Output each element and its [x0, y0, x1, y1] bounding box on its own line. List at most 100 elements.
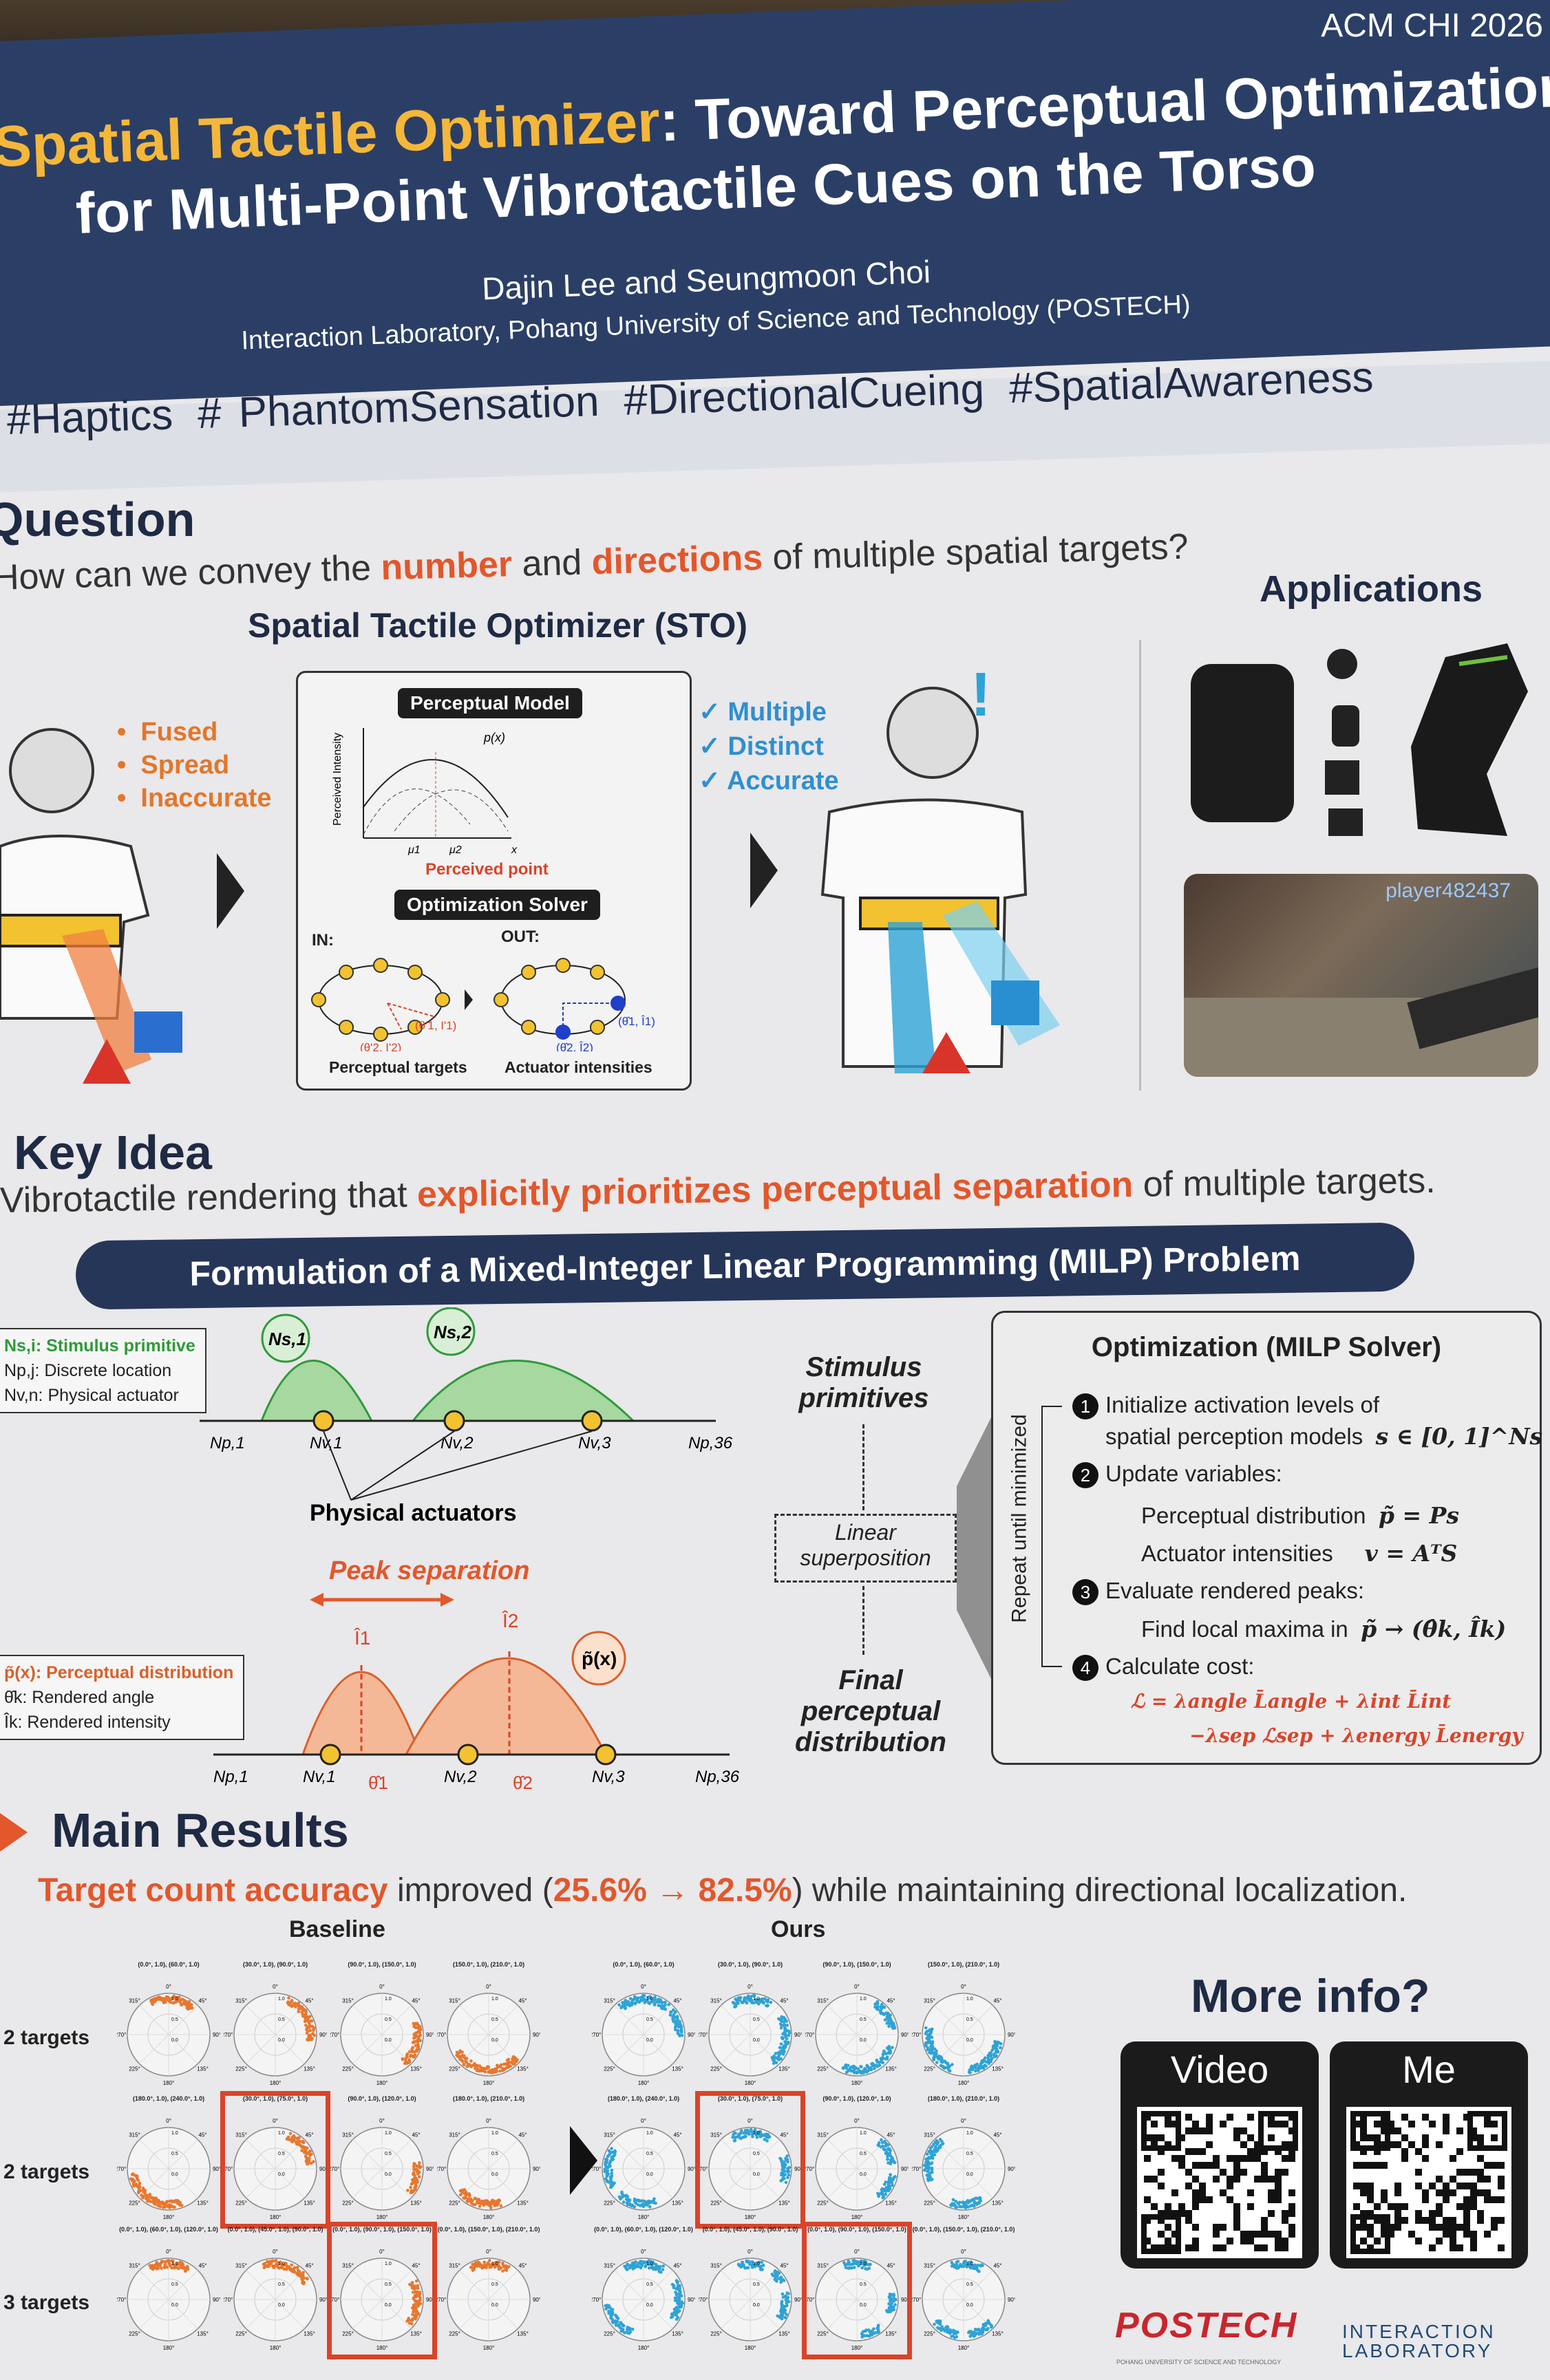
- sample-point: [881, 2145, 884, 2148]
- sample-point: [296, 2266, 299, 2269]
- sample-point: [290, 2263, 293, 2266]
- sample-point: [968, 2068, 972, 2072]
- sample-point: [135, 2174, 138, 2178]
- video-qr-button[interactable]: Video: [1121, 2041, 1319, 2269]
- polar-plot: 0°45°90°135°180°225°270°315°0.00.51.0: [224, 2243, 327, 2357]
- text: and: [511, 542, 592, 584]
- radial-tick: 0.0: [966, 2038, 973, 2043]
- angle-tick: 225°: [924, 2200, 935, 2206]
- theta1-label: θ̂1: [368, 1772, 388, 1793]
- angle-tick: 0°: [273, 2249, 278, 2255]
- sample-point: [776, 2274, 779, 2277]
- angle-tick: 180°: [851, 2080, 863, 2086]
- sample-point: [885, 2022, 889, 2025]
- y-axis-label: Perceived Intensity: [332, 733, 343, 826]
- angle-tick: 135°: [992, 2066, 1004, 2072]
- radial-tick: 1.0: [491, 2262, 498, 2266]
- sample-point: [781, 2317, 784, 2321]
- problem-list: • Fused • Spread • Inaccurate: [117, 716, 272, 815]
- radial-tick: 1.0: [278, 1997, 285, 2002]
- sample-point: [785, 2291, 789, 2295]
- ours-header: Ours: [771, 1916, 825, 1943]
- applications-heading: Applications: [1260, 568, 1483, 610]
- sample-point: [273, 2260, 277, 2263]
- sample-point: [418, 2161, 421, 2165]
- sample-point: [783, 2279, 786, 2282]
- radial-tick: 1.0: [966, 2131, 973, 2136]
- sample-point: [140, 2194, 143, 2197]
- sample-point: [608, 2152, 612, 2156]
- theta2-label: θ̂2: [513, 1772, 533, 1793]
- angle-tick: 90°: [533, 2297, 540, 2303]
- angle-tick: 225°: [710, 2330, 722, 2337]
- sample-point: [410, 2183, 414, 2186]
- angle-tick: 45°: [993, 2132, 1001, 2138]
- angle-tick: 315°: [342, 1998, 354, 2004]
- angle-tick: 270°: [805, 2032, 814, 2038]
- sample-point: [304, 2013, 308, 2016]
- angle-tick: 90°: [1008, 2166, 1015, 2172]
- out-caption: Actuator intensities: [505, 1058, 652, 1077]
- out-target-1: (θ̂1, Î1): [618, 1015, 655, 1028]
- sample-point: [482, 2260, 486, 2264]
- me-qr-button[interactable]: Me: [1330, 2041, 1528, 2269]
- sample-point: [604, 2158, 608, 2161]
- radial-tick: 0.0: [753, 2038, 760, 2043]
- out-label: OUT:: [501, 928, 540, 947]
- radial-tick: 0.5: [966, 2282, 973, 2287]
- angle-tick: 0°: [486, 2118, 491, 2124]
- sample-point: [889, 2149, 892, 2152]
- highlight-box: [802, 2222, 912, 2359]
- sample-point: [781, 2293, 785, 2296]
- sample-point: [297, 2010, 301, 2013]
- cost-formula-line1: ℒ = λangle L̄angle + λint L̄int: [1131, 1690, 1451, 1713]
- angle-tick: 315°: [924, 1998, 935, 2004]
- sample-point: [968, 2330, 971, 2333]
- sample-point: [462, 2063, 465, 2066]
- text: How can we convey the: [0, 548, 381, 598]
- radial-tick: 0.0: [385, 2172, 392, 2177]
- sample-point: [928, 2051, 931, 2055]
- radial-tick: 1.0: [753, 2262, 760, 2266]
- sample-point: [415, 2026, 418, 2030]
- qr-code-icon: [1346, 2107, 1511, 2258]
- px-label: p(x): [483, 731, 505, 744]
- angle-tick: 45°: [673, 2263, 681, 2269]
- sample-point: [409, 2186, 412, 2189]
- polar-plot-title: (150.0°, 1.0), (210.0°, 1.0): [437, 1961, 540, 1969]
- angle-tick: 135°: [778, 2330, 790, 2337]
- angle-tick: 45°: [887, 2132, 895, 2138]
- angle-tick: 270°: [437, 2032, 446, 2038]
- angle-tick: 180°: [638, 2345, 650, 2351]
- angle-tick: 315°: [449, 2132, 460, 2138]
- sample-point: [156, 2204, 160, 2207]
- angle-tick: 0°: [747, 1984, 753, 1990]
- angle-tick: 180°: [745, 2080, 756, 2086]
- sample-point: [931, 2167, 934, 2170]
- sample-point: [607, 2310, 611, 2313]
- angle-tick: 45°: [780, 2263, 788, 2269]
- angle-tick: 135°: [304, 2330, 315, 2337]
- sample-point: [882, 2013, 886, 2016]
- angle-tick: 0°: [379, 2118, 385, 2124]
- sample-point: [619, 2321, 622, 2324]
- in-target-2: (θ'2, I'2): [360, 1041, 401, 1051]
- sample-point: [781, 2037, 784, 2040]
- sample-point: [881, 2141, 884, 2145]
- haptic-devices-photo: [1184, 636, 1542, 850]
- angle-tick: 180°: [163, 2214, 175, 2220]
- loop-arrow: [1041, 1406, 1062, 1667]
- sample-point: [844, 2064, 847, 2068]
- angle-tick: 135°: [992, 2200, 1004, 2206]
- sample-point: [677, 2025, 681, 2028]
- angle-tick: 0°: [166, 2249, 171, 2255]
- sample-point: [617, 2004, 621, 2007]
- polar-plot: 0°45°90°135°180°225°270°315°0.00.51.0: [699, 2243, 802, 2357]
- sample-point: [162, 2206, 165, 2209]
- polar-plot: 0°45°90°135°180°225°270°315°0.00.51.0: [592, 2243, 695, 2357]
- sample-point: [757, 2002, 761, 2006]
- angle-tick: 315°: [604, 2263, 615, 2269]
- angle-tick: 0°: [641, 2118, 646, 2124]
- angle-tick: 315°: [235, 1998, 247, 2004]
- sample-point: [610, 2147, 613, 2150]
